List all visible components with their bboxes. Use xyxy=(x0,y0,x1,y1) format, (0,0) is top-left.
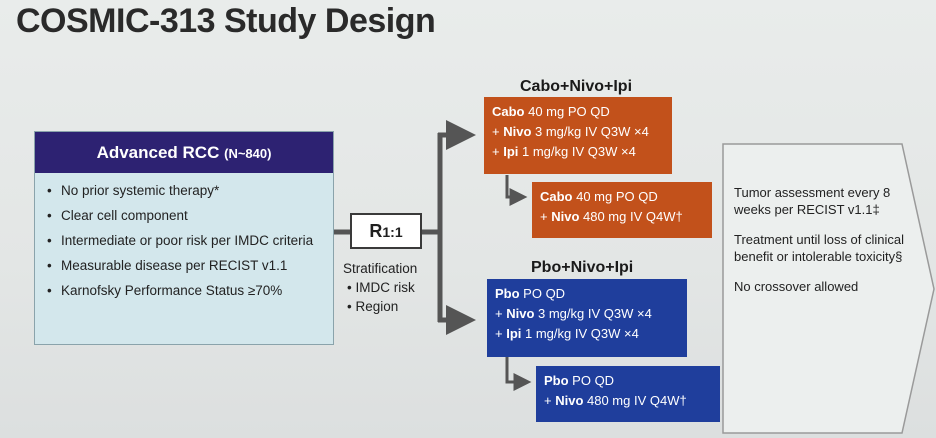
control-induction-box: Pbo PO QD + Nivo 3 mg/kg IV Q3W ×4 + Ipi… xyxy=(487,279,687,357)
assessment-line: Tumor assessment every 8 weeks per RECIS… xyxy=(734,185,891,217)
criterion-item: Measurable disease per RECIST v1.1 xyxy=(47,257,327,274)
arrow-experimental-maintenance xyxy=(505,175,528,206)
assessment-line: No crossover allowed xyxy=(734,279,859,294)
experimental-maintenance-box: Cabo 40 mg PO QD + Nivo 480 mg IV Q4W† xyxy=(532,182,712,238)
population-sample-size: (N~840) xyxy=(224,146,272,161)
arrow-control-maintenance xyxy=(505,357,532,391)
assessment-chevron xyxy=(722,143,935,434)
eligibility-criteria-list: No prior systemic therapy* Clear cell co… xyxy=(47,182,327,307)
population-box: Advanced RCC (N~840) No prior systemic t… xyxy=(34,131,334,345)
randomization-label: R xyxy=(369,221,383,241)
regimen-line: Pbo PO QD xyxy=(544,373,615,388)
regimen-line: + Nivo 3 mg/kg IV Q3W ×4 xyxy=(495,306,652,321)
experimental-induction-box: Cabo 40 mg PO QD + Nivo 3 mg/kg IV Q3W ×… xyxy=(484,97,672,174)
regimen-line: + Ipi 1 mg/kg IV Q3W ×4 xyxy=(492,144,636,159)
regimen-line: Cabo 40 mg PO QD xyxy=(540,189,658,204)
randomization-box: R1:1 xyxy=(350,213,422,249)
randomization-ratio: 1:1 xyxy=(382,224,403,240)
control-arm-label: Pbo+Nivo+Ipi xyxy=(531,259,634,276)
stratification-title: Stratification xyxy=(343,261,418,276)
control-maintenance-box: Pbo PO QD + Nivo 480 mg IV Q4W† xyxy=(536,366,720,422)
experimental-arm-label: Cabo+Nivo+Ipi xyxy=(520,78,633,95)
criterion-item: Clear cell component xyxy=(47,207,327,224)
assessment-line: Treatment until loss of clinical benefit… xyxy=(734,232,905,264)
population-header-title: Advanced RCC xyxy=(96,143,220,162)
population-header: Advanced RCC (N~840) xyxy=(35,132,333,173)
stratification-factor: • IMDC risk xyxy=(347,280,415,295)
criterion-item: Karnofsky Performance Status ≥70% xyxy=(47,282,327,299)
assessment-text: Tumor assessment every 8 weeks per RECIS… xyxy=(734,184,912,308)
stratification-factor: • Region xyxy=(347,299,399,314)
regimen-line: + Nivo 480 mg IV Q4W† xyxy=(544,393,687,408)
page-title: COSMIC-313 Study Design xyxy=(16,2,436,40)
regimen-line: Cabo 40 mg PO QD xyxy=(492,104,610,119)
criterion-item: No prior systemic therapy* xyxy=(47,182,327,199)
regimen-line: + Nivo 3 mg/kg IV Q3W ×4 xyxy=(492,124,649,139)
regimen-line: + Nivo 480 mg IV Q4W† xyxy=(540,209,683,224)
regimen-line: Pbo PO QD xyxy=(495,286,566,301)
criterion-item: Intermediate or poor risk per IMDC crite… xyxy=(47,232,327,249)
regimen-line: + Ipi 1 mg/kg IV Q3W ×4 xyxy=(495,326,639,341)
stratification-block: Stratification • IMDC risk • Region xyxy=(343,259,417,316)
